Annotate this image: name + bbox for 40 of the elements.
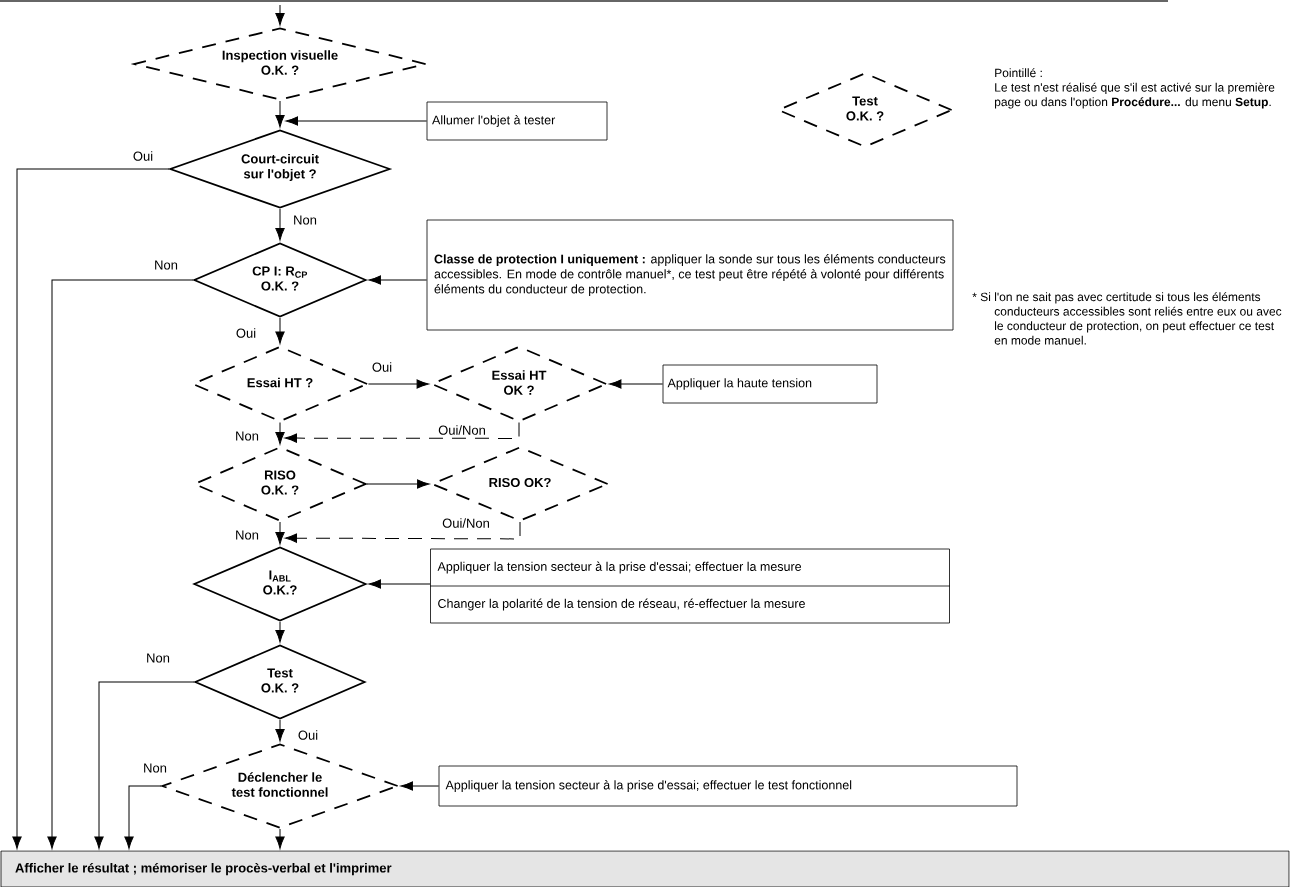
arrow: [368, 579, 431, 589]
result-bar: Afficher le résultat ; mémoriser le procès-verbal et l'imprimer: [0, 850, 1290, 887]
arrow: [400, 781, 440, 791]
arrow: [275, 521, 285, 545]
legend-note: Pointillé : Le test n'est réalisé que s'il est activé sur la première page ou dans l'option Procédure... du menu Setup.: [995, 68, 1275, 109]
edge-label: Non: [153, 259, 179, 271]
arrow: [275, 719, 285, 742]
edge-label: Oui/Non: [437, 424, 487, 436]
instruction-box: Appliquer la tension secteur à la prise d'essai; effectuer la mesure Changer la polarité de la tension de réseau, ré-effectuer la mesure: [429, 548, 951, 624]
arrow: [609, 379, 664, 389]
instruction-box: Allumer l'objet à tester: [426, 101, 608, 141]
edge-label: Oui: [370, 361, 394, 373]
arrow: [284, 521, 521, 543]
arrow: [285, 116, 428, 126]
edge-label: Non: [234, 529, 260, 541]
instruction-box: Appliquer la tension secteur à la prise d'essai; effectuer le test fonctionnel: [438, 765, 1018, 807]
instruction-box: Appliquer la haute tension: [662, 364, 878, 404]
arrow: [368, 275, 428, 285]
edge-label: Non: [145, 652, 171, 664]
arrow: [366, 479, 430, 489]
arrow: [275, 828, 285, 849]
arrow: [275, 4, 285, 26]
arrow: [275, 100, 285, 128]
arrow: [124, 785, 162, 849]
arrow: [275, 208, 285, 241]
arrow: [275, 621, 285, 643]
edge-label: Oui: [234, 327, 258, 339]
edge-label: Non: [292, 214, 318, 226]
arrow: [12, 168, 170, 849]
arrow: [47, 279, 194, 849]
arrow: [275, 317, 285, 344]
arrow: [367, 379, 429, 389]
instruction-box: Classe de protection I uniquement : appliquer la sonde sur tous les éléments conducteurs accessibles. En mode de contrôle manuel*, ce test peut être répété à volonté pour différents éléments du conducteur de protection.: [426, 219, 954, 331]
arrow: [284, 421, 520, 443]
edge-label: Non: [234, 430, 260, 442]
arrow: [94, 681, 195, 849]
footnote: * Si l'on ne sait pas avec certitude si tous les éléments conducteurs accessibles sont reliés entre eux ou avec le conducteur de protection, on peut effectuer ce test en mode manuel.: [972, 292, 1282, 345]
edge-label: Oui: [131, 150, 155, 162]
edge-label: Oui: [296, 729, 320, 741]
arrow: [275, 421, 285, 445]
